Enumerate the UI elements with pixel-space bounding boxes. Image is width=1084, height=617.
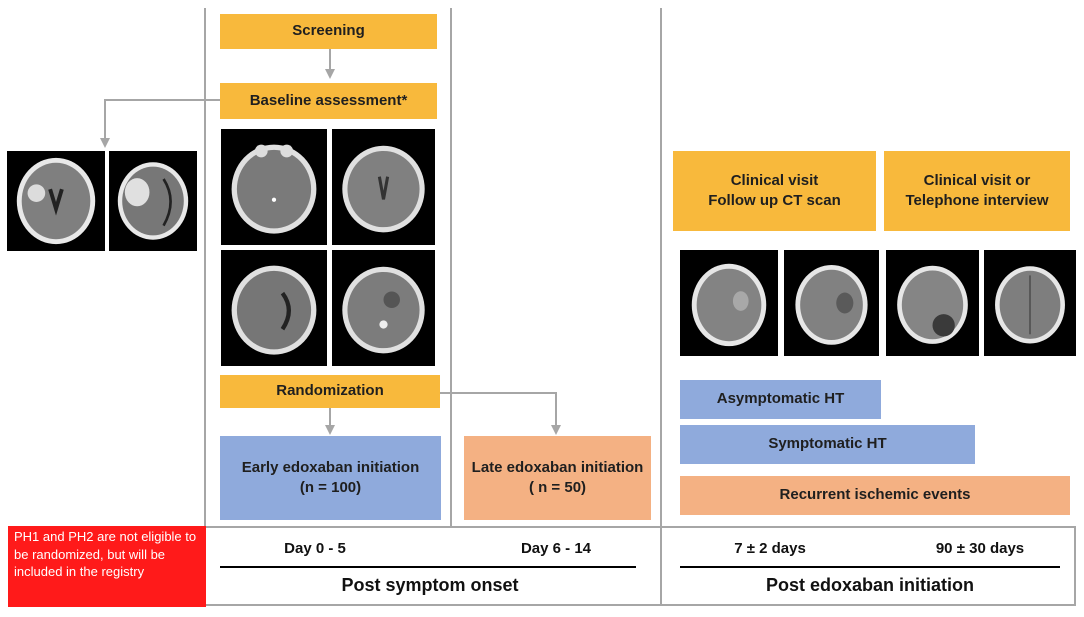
ct-scan-baseline-4 xyxy=(332,250,435,366)
seven-days-label: 7 ± 2 days xyxy=(734,540,806,557)
clinical-visit-tel-line1: Clinical visit or xyxy=(923,171,1031,189)
recurrent-events-box: Recurrent ischemic events xyxy=(680,476,1070,515)
clinical-visit-telephone-box: Clinical visit or Telephone interview xyxy=(884,151,1070,231)
ct-scan-followup-4 xyxy=(984,250,1076,356)
randomization-label: Randomization xyxy=(276,382,384,400)
timeline-frame-right xyxy=(1074,526,1076,606)
arrow-randomization-to-late xyxy=(440,392,561,435)
divider-middle xyxy=(450,8,452,526)
ct-scan-followup-3 xyxy=(886,250,979,356)
late-line1: Late edoxaban initiation xyxy=(471,458,644,476)
symptomatic-ht-box: Symptomatic HT xyxy=(680,425,975,464)
post-symptom-onset-label: Post symptom onset xyxy=(341,575,519,595)
divider-left xyxy=(204,8,206,606)
divider-right xyxy=(660,8,662,606)
early-line2: (n = 100) xyxy=(299,479,362,496)
post-symptom-underline xyxy=(220,566,636,568)
recurrent-label: Recurrent ischemic events xyxy=(779,486,971,504)
screening-label: Screening xyxy=(292,22,365,40)
early-line1: Early edoxaban initiation xyxy=(241,458,420,476)
clinical-visit-line2: Follow up CT scan xyxy=(708,192,841,209)
asymptomatic-label: Asymptomatic HT xyxy=(716,390,845,408)
post-edoxaban-initiation-label: Post edoxaban initiation xyxy=(765,575,975,595)
ct-scan-followup-1 xyxy=(680,250,778,356)
timeline-frame-bottom xyxy=(204,604,1076,606)
registry-note: PH1 and PH2 are not eligible to be rando… xyxy=(8,526,206,607)
late-line2: ( n = 50) xyxy=(528,479,587,496)
post-edoxaban-underline xyxy=(680,566,1060,568)
ct-scan-hemorrhage-left-1 xyxy=(7,151,105,251)
day-6-14-label: Day 6 - 14 xyxy=(520,540,592,557)
baseline-assessment-box: Baseline assessment* xyxy=(220,83,437,119)
early-initiation-box: Early edoxaban initiation (n = 100) xyxy=(220,436,441,520)
ct-scan-baseline-3 xyxy=(221,250,327,366)
day-0-5-label: Day 0 - 5 xyxy=(284,540,346,557)
ct-scan-followup-2 xyxy=(784,250,879,356)
symptomatic-label: Symptomatic HT xyxy=(768,435,887,453)
ct-scan-hemorrhage-left-2 xyxy=(109,151,197,251)
baseline-label: Baseline assessment* xyxy=(249,91,408,109)
late-initiation-box: Late edoxaban initiation ( n = 50) xyxy=(464,436,651,520)
ct-scan-baseline-2 xyxy=(332,129,435,245)
clinical-visit-line1: Clinical visit xyxy=(730,171,819,189)
clinical-visit-box: Clinical visit Follow up CT scan xyxy=(673,151,876,231)
asymptomatic-ht-box: Asymptomatic HT xyxy=(680,380,881,419)
randomization-box: Randomization xyxy=(220,375,440,408)
timeline-frame-top xyxy=(204,526,1076,528)
ct-scan-baseline-1 xyxy=(221,129,327,245)
clinical-visit-tel-line2: Telephone interview xyxy=(905,192,1049,209)
screening-box: Screening xyxy=(220,14,437,49)
ninety-days-label: 90 ± 30 days xyxy=(935,540,1025,557)
registry-note-text: PH1 and PH2 are not eligible to be rando… xyxy=(14,529,197,580)
